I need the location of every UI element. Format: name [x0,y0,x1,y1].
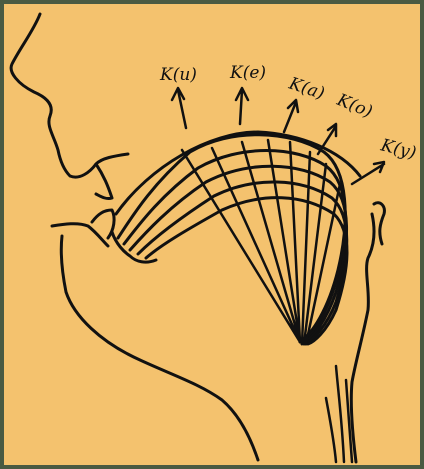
label-k-u: K(u) [159,65,197,85]
face-profile [11,14,128,177]
label-k-y: K(y) [378,135,418,163]
upper-teeth [96,164,112,199]
arrow-e [236,88,248,124]
tongue-contour-4 [138,182,347,344]
tongue-root-lines [182,140,340,344]
larynx-lines [326,366,352,462]
label-k-o: K(o) [333,90,375,122]
pharynx-wall [351,214,374,462]
label-k-e: K(e) [229,63,266,83]
arrow-a [284,100,298,132]
uvula [374,203,384,244]
tongue-positions [112,135,347,344]
tongue-contour-1 [118,135,345,342]
label-k-a: K(a) [286,73,327,103]
arrow-u [172,88,186,128]
